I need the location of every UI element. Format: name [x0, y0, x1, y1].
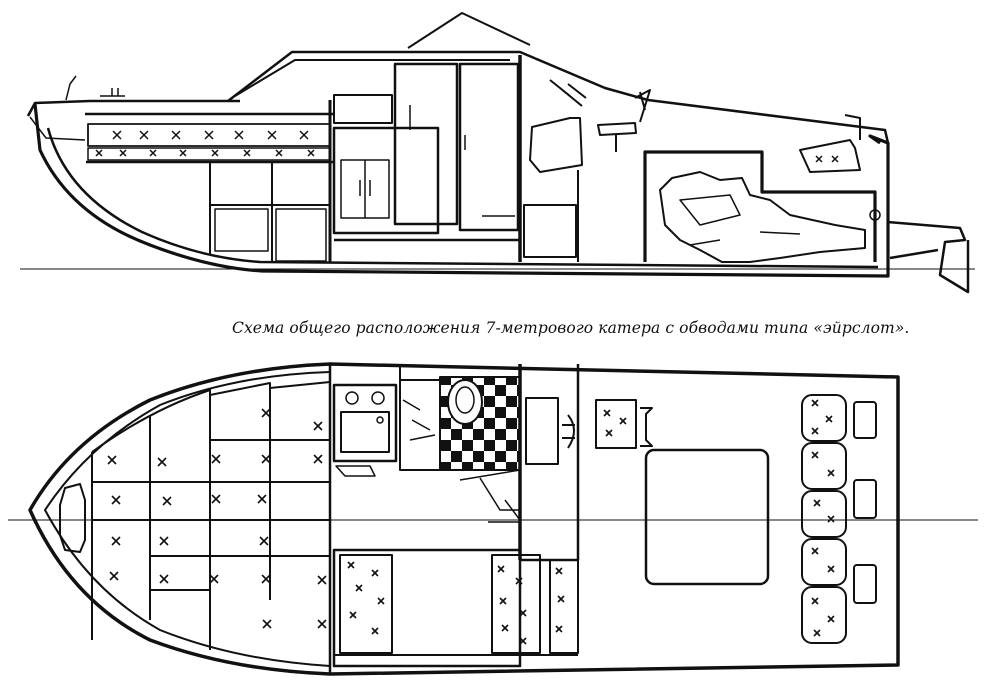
hull-outline: [33, 103, 890, 278]
figure-caption: Схема общего расположения 7-метрового ка…: [232, 319, 910, 337]
plan-hull-outline: [28, 362, 900, 676]
plan-cushion-marks: [107, 399, 835, 645]
plan-view: [8, 362, 978, 676]
engine: [659, 171, 866, 263]
stove-burner-right: [371, 391, 385, 405]
cabin-roof: [227, 50, 890, 144]
engine-box: [643, 150, 877, 262]
helm-wheel: [562, 414, 575, 449]
galley-counter: [332, 383, 398, 463]
outdrive: [887, 220, 970, 294]
side-cushion-marks: [95, 130, 839, 163]
head-compartment: [393, 62, 459, 226]
bow-stem: [26, 99, 240, 117]
steering-wheel: [549, 79, 587, 107]
stern-seat: [799, 114, 861, 173]
stern-lounge-cushions: [801, 394, 877, 644]
aft-berth: [332, 548, 522, 668]
passenger-seat: [597, 89, 651, 152]
engine-hatch: [644, 448, 770, 586]
anchor-locker: [59, 483, 86, 553]
helm-console: [525, 397, 559, 465]
sink: [340, 411, 390, 453]
passenger-seat-plan: [595, 399, 637, 449]
hardtop: [407, 12, 531, 49]
galley-cabinet: [333, 94, 393, 124]
helm-seat: [529, 117, 583, 173]
stove-burner-left: [345, 391, 359, 405]
side-profile-view: [20, 12, 975, 294]
